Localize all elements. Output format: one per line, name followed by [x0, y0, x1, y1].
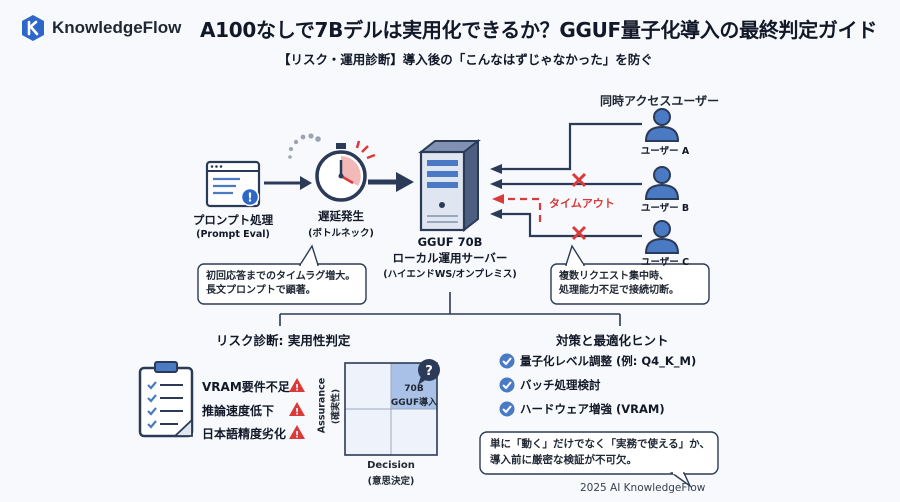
timeout-dashed-arrow — [492, 194, 542, 222]
matrix-y-axis-sub: (確実性) — [331, 388, 342, 425]
matrix-y-axis-title: Assurance — [316, 377, 328, 434]
server-icon — [418, 138, 481, 233]
hints-section-title: 対策と最適化ヒント — [556, 333, 669, 348]
matrix-x-axis-title: Decision — [367, 460, 415, 471]
check-icon-2 — [499, 377, 515, 393]
hint-item-quantization: 量子化レベル調整 (例: Q4_K_M) — [520, 354, 697, 368]
risk-section-title: リスク診断: 実用性判定 — [216, 333, 351, 348]
prompt-label: プロンプト処理 — [192, 213, 274, 227]
matrix-y-label: Assurance (確実性) — [302, 360, 342, 460]
prompt-window-icon: ! — [205, 160, 261, 208]
svg-text:!: ! — [295, 384, 299, 394]
question-bubble-icon: ? — [418, 359, 440, 385]
svg-text:?: ? — [425, 364, 433, 379]
connection-user-b — [490, 172, 642, 189]
stopwatch-icon — [315, 140, 376, 202]
check-icon-3 — [499, 401, 515, 417]
user-b-icon — [644, 166, 680, 200]
risk-matrix — [344, 362, 438, 456]
server-label-model: GGUF 70B — [417, 235, 483, 249]
callout-left-line1: 初回応答までのタイムラグ増大。 — [206, 271, 356, 282]
connection-user-a — [490, 122, 642, 174]
knowledgeflow-logo-icon — [22, 15, 44, 41]
svg-text:!: ! — [295, 431, 299, 441]
user-a-icon — [644, 108, 680, 142]
page-subtitle: 【リスク・運用診断】導入後の「こんなはずじゃなかった」を防ぐ — [278, 52, 653, 67]
callout-right-line2: 処理能力不足で接続切断。 — [559, 285, 679, 296]
matrix-point-line1: 70B — [404, 384, 424, 394]
svg-text:!: ! — [247, 191, 252, 205]
loading-spinner-icon — [288, 133, 321, 159]
risk-item-vram: VRAM要件不足 — [202, 380, 290, 394]
arrow-clock-to-server — [368, 172, 414, 192]
prompt-sublabel: (Prompt Eval) — [196, 229, 270, 240]
logo: KnowledgeFlow — [20, 14, 190, 44]
hint-note-line2: 導入前に厳密な検証が不可欠。 — [490, 454, 637, 466]
user-c-label: ユーザー C — [640, 257, 690, 268]
user-b-label: ユーザー B — [640, 203, 690, 214]
callout-right-line1: 複数リクエスト集中時、 — [559, 271, 669, 282]
page-title: A100なしで7Bデルは実用化できるか？GGUF量子化導入の最終判定ガイド — [200, 18, 878, 42]
server-label-name: ローカル運用サーバー — [392, 251, 508, 265]
server-label-type: (ハイエンドWS/オンプレミス) — [383, 269, 517, 280]
user-a-label: ユーザー A — [640, 146, 690, 157]
timeout-label: タイムアウト — [549, 197, 615, 210]
matrix-x-axis-sub: (意思決定) — [367, 476, 415, 487]
users-title: 同時アクセスユーザー — [600, 94, 720, 108]
matrix-point-line2: GGUF導入 — [390, 398, 438, 408]
check-icon-1 — [499, 353, 515, 369]
footer-text: 2025 AI KnowledgeFlow — [580, 482, 706, 494]
delay-label: 遅延発生 — [318, 209, 364, 223]
arrow-prompt-to-clock — [264, 176, 312, 190]
delay-sublabel: (ボトルネック) — [308, 228, 374, 239]
risk-item-japanese: 日本語精度劣化 — [202, 427, 287, 441]
hint-item-hardware: ハードウェア増強 (VRAM) — [520, 402, 665, 416]
connection-user-c — [490, 209, 642, 241]
clipboard-icon — [138, 361, 194, 438]
risk-item-speed: 推論速度低下 — [202, 404, 275, 418]
callout-left-line2: 長文プロンプトで顕著。 — [206, 285, 316, 296]
hint-note-line1: 単に「動く」だけでなく「実務で使える」か、 — [490, 438, 710, 450]
logo-text: KnowledgeFlow — [52, 18, 182, 37]
user-c-icon — [644, 220, 680, 254]
hint-item-batch: バッチ処理検討 — [520, 378, 601, 392]
svg-text:!: ! — [295, 408, 299, 418]
